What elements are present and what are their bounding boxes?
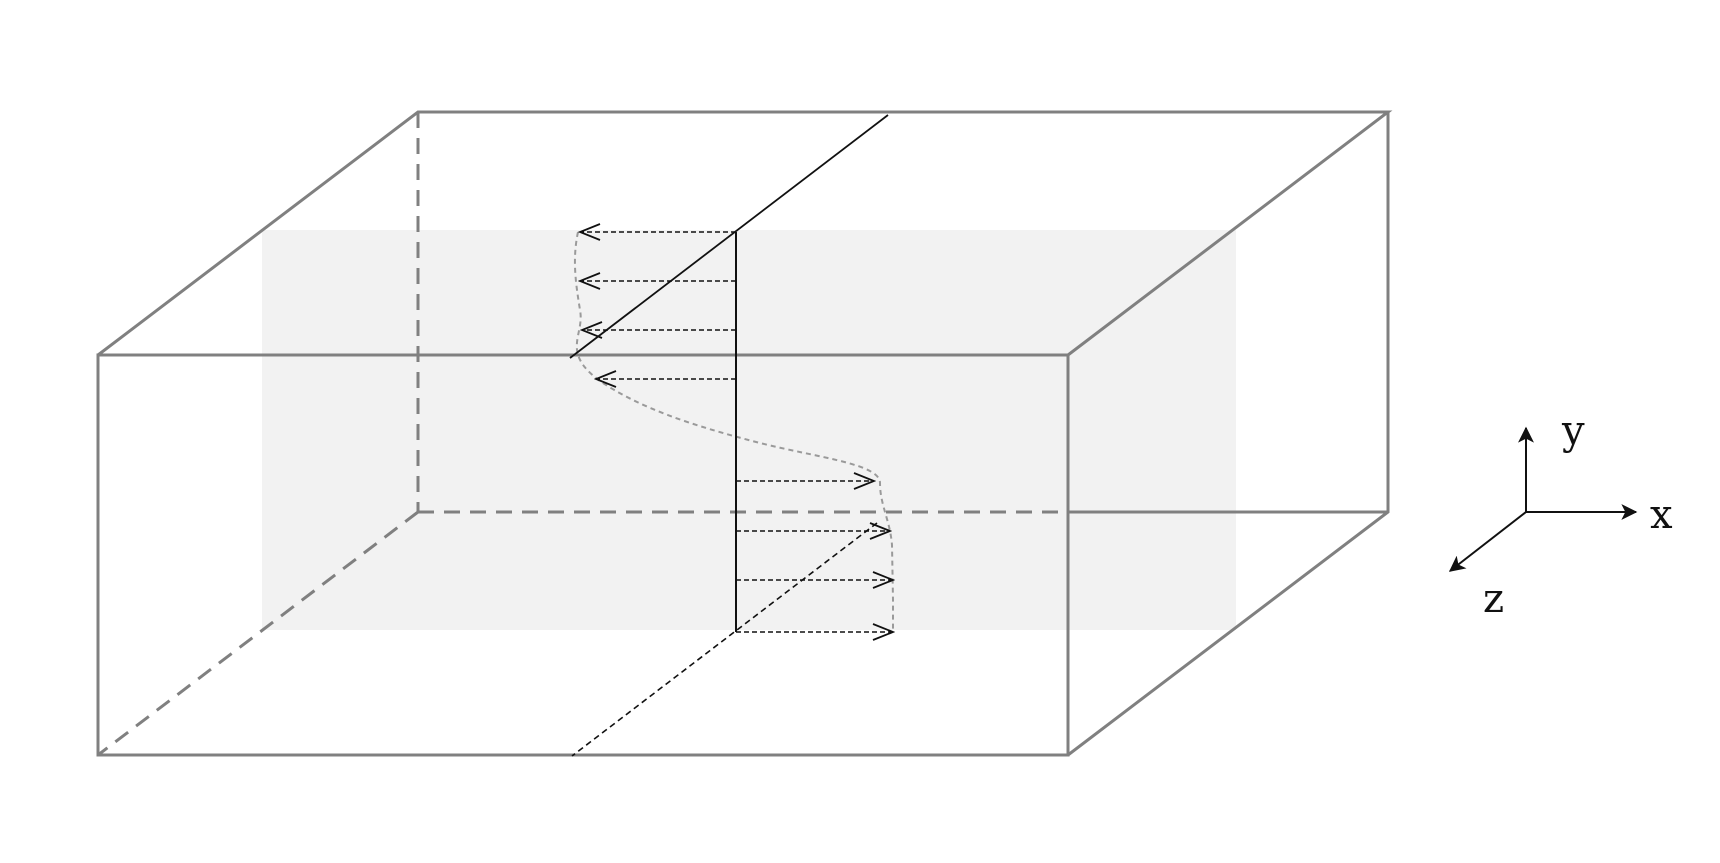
box-top-face (97, 110, 1393, 357)
z-axis-arrow (1448, 511, 1527, 572)
box-visible-edges (96, 110, 1393, 757)
hidden-edge-depth (97, 510, 419, 757)
z-axis-label: z (1483, 576, 1504, 622)
mid-plane (262, 230, 1236, 630)
bottom-diagonal-line (571, 522, 878, 757)
negative-velocity-arrows (580, 232, 736, 379)
positive-velocity-arrows (736, 481, 893, 632)
y-axis-label: y (1561, 408, 1585, 454)
velocity-profile-curve (573, 231, 894, 632)
x-axis-label: x (1650, 492, 1673, 538)
coordinate-axes (1448, 426, 1638, 572)
box-front-face (96, 353, 1070, 757)
box-hidden-edges (97, 112, 1068, 757)
top-diagonal-line (569, 114, 889, 359)
